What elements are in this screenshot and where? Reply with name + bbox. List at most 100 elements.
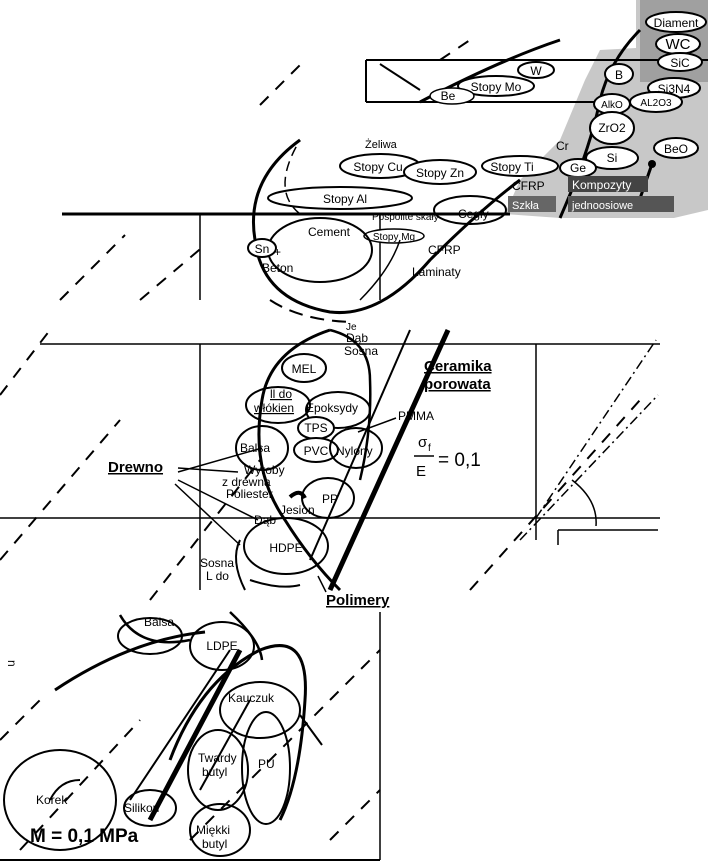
label-ll-do: ll do [270,387,292,401]
region-be [429,87,475,105]
region-al2o3 [629,91,683,113]
label-wc: WC [666,36,691,53]
region-silikon [123,789,177,827]
guide-line [0,419,121,561]
region-stopy-ti [481,155,559,177]
label-be: Be [441,89,456,103]
label-polimery: Polimery [326,592,390,609]
label-twardy-butyl: butyl [202,765,227,779]
label-tps: TPS [304,421,327,435]
guide-line [439,39,471,61]
band-line [199,699,251,791]
guide-line [19,719,141,851]
poliester-marker [288,490,307,500]
label-laminaty: Laminaty [412,265,461,279]
label-si: Si [607,151,618,165]
band-line [129,649,231,801]
label-beton: Beton [262,261,293,275]
region-w [517,61,555,79]
label-stopy-zn: Stopy Zn [416,166,464,180]
kompozyty-box [568,176,648,192]
region-pvc [293,437,339,463]
label-pu: PU [258,757,275,771]
thick-band-line [147,648,243,822]
region-si [585,146,639,170]
guide-line [149,459,261,601]
guide-line [189,649,381,841]
guide-line [269,299,351,323]
label-w: W [530,64,542,78]
label-ratio: = 0,1 [438,450,481,471]
label-twardy: Twardy [198,751,237,765]
region-cegly [433,195,507,225]
region-b [604,63,634,85]
label-ceramika: Ceramika [424,358,492,375]
label-kompozyty: Kompozyty [572,178,631,192]
region-epoksydy [305,391,371,429]
szkla-box [508,196,556,212]
label-stopy-mg: Stopy Mg [373,232,415,243]
region-balsa [117,617,183,655]
envelope-curve [49,779,81,801]
guide-line [329,789,381,841]
label-korek: Korek [36,793,68,807]
label-ge: Ge [570,161,586,175]
guide-line [469,399,641,591]
label-sosna-top: Sosna [344,344,378,358]
region-zro2 [589,111,635,145]
region-ldpe [189,621,255,671]
label-diament: Diament [654,16,699,30]
region-balsa-wood [235,425,289,471]
label-b: B [615,68,623,82]
region-korek [3,749,117,851]
label-z-drewna: z drewna [222,475,271,489]
label-porowata: porowata [424,376,491,393]
panel-polymers: Je Dąb Sosna MEL ll do włókien Epoksydy … [0,322,660,609]
label-modulus: M = 0,1 MPa [30,826,139,847]
label-sn: Sn [255,242,270,256]
region-miekki-butyl [189,803,251,857]
label-silikon: Silikon [124,801,159,815]
label-e: E [416,463,426,480]
guide-line [535,339,657,519]
label-poliester: Poliester [226,487,273,501]
label-cr: Cr [556,139,569,153]
region-diament [645,11,707,33]
angle-arc [571,479,597,527]
guide-line [359,239,401,301]
region-stopy-mg [363,228,425,244]
region-stopy-mo [457,75,535,97]
label-ldpe: LDPE [206,639,237,653]
metals-envelope [251,138,521,315]
region-mel [281,353,327,383]
label-zro2: ZrO2 [598,121,626,135]
region-wood-fiber [245,386,311,424]
label-miekki-butyl: butyl [202,837,227,851]
region-pu [241,711,291,825]
guide-line [519,394,659,541]
envelope-curve [249,579,301,588]
pointer-line [177,479,259,521]
guide-line [259,59,306,106]
label-jesion: Jesion [280,503,315,517]
region-sn [247,238,277,258]
label-stopy-cu: Stopy Cu [353,160,402,174]
label-cfrp-top: CFRP [512,179,545,193]
label-drewno: Drewno [108,459,163,476]
label-pmma: PMMA [398,409,434,423]
label-sic: SiC [670,56,690,70]
label-szkla: Szkła [512,200,540,212]
label-beo: BeO [664,142,688,156]
label-hdpe: HDPE [269,541,302,555]
elastomer-envelope [168,644,307,821]
guide-line [284,139,301,215]
guide-line [0,329,51,396]
region-pp [301,477,355,519]
label-sigma-sub: f [428,443,431,454]
label-kauczuk: Kauczuk [228,691,275,705]
pointer-line [177,447,263,473]
band-line [309,329,411,561]
wood-envelope [329,328,372,481]
ceramika-porowata-line [327,328,451,592]
label-dab-top: Dąb [346,331,368,345]
